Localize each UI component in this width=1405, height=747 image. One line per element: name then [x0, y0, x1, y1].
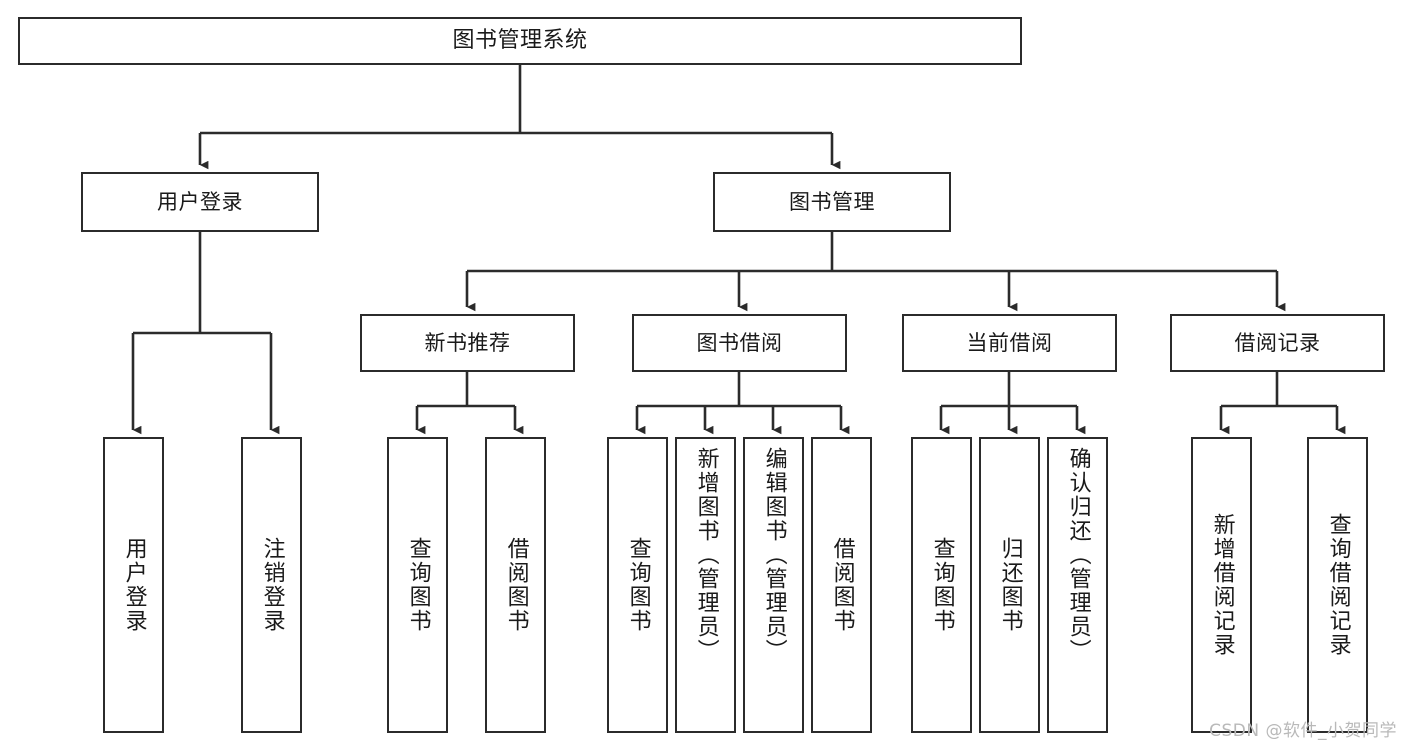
node-label: 用户登录	[121, 537, 147, 633]
csdn-watermark: CSDN @软件_小贺同学	[1209, 721, 1397, 741]
leaf-query-book-borrow[interactable]: 查询图书	[607, 437, 668, 733]
leaf-query-book-current[interactable]: 查询图书	[911, 437, 972, 733]
node-label: 当前借阅	[966, 330, 1053, 355]
node-label: 查询图书	[405, 537, 431, 633]
leaf-logout-login[interactable]: 注销登录	[241, 437, 302, 733]
node-current-borrow[interactable]: 当前借阅	[902, 314, 1117, 372]
node-book-management[interactable]: 图书管理	[713, 172, 951, 232]
node-borrow-record[interactable]: 借阅记录	[1170, 314, 1385, 372]
leaf-query-borrow-record[interactable]: 查询借阅记录	[1307, 437, 1368, 733]
node-label: 确认归还（管理员）	[1065, 447, 1091, 663]
leaf-edit-book-admin[interactable]: 编辑图书（管理员）	[743, 437, 804, 733]
node-label: 查询图书	[625, 537, 651, 633]
node-label: 查询图书	[929, 537, 955, 633]
node-new-book-recommend[interactable]: 新书推荐	[360, 314, 575, 372]
node-label: 图书管理系统	[452, 28, 588, 54]
node-label: 新增图书（管理员）	[693, 447, 719, 663]
node-label: 查询借阅记录	[1325, 513, 1351, 657]
leaf-return-book[interactable]: 归还图书	[979, 437, 1040, 733]
node-label: 图书管理	[789, 189, 875, 214]
node-root-book-management-system[interactable]: 图书管理系统	[18, 17, 1022, 65]
node-label: 注销登录	[259, 537, 285, 633]
node-label: 新增借阅记录	[1209, 513, 1235, 657]
node-user-login[interactable]: 用户登录	[81, 172, 319, 232]
leaf-user-login[interactable]: 用户登录	[103, 437, 164, 733]
node-label: 新书推荐	[424, 330, 511, 355]
node-label: 借阅图书	[503, 537, 529, 633]
node-label: 归还图书	[997, 537, 1023, 633]
node-label: 借阅图书	[829, 537, 855, 633]
leaf-confirm-return-admin[interactable]: 确认归还（管理员）	[1047, 437, 1108, 733]
leaf-borrow-book-recommend[interactable]: 借阅图书	[485, 437, 546, 733]
node-label: 借阅记录	[1234, 330, 1321, 355]
leaf-add-book-admin[interactable]: 新增图书（管理员）	[675, 437, 736, 733]
leaf-add-borrow-record[interactable]: 新增借阅记录	[1191, 437, 1252, 733]
node-book-borrow[interactable]: 图书借阅	[632, 314, 847, 372]
leaf-borrow-book[interactable]: 借阅图书	[811, 437, 872, 733]
node-label: 用户登录	[157, 189, 243, 214]
node-label: 编辑图书（管理员）	[761, 447, 787, 663]
leaf-query-book-recommend[interactable]: 查询图书	[387, 437, 448, 733]
node-label: 图书借阅	[696, 330, 783, 355]
